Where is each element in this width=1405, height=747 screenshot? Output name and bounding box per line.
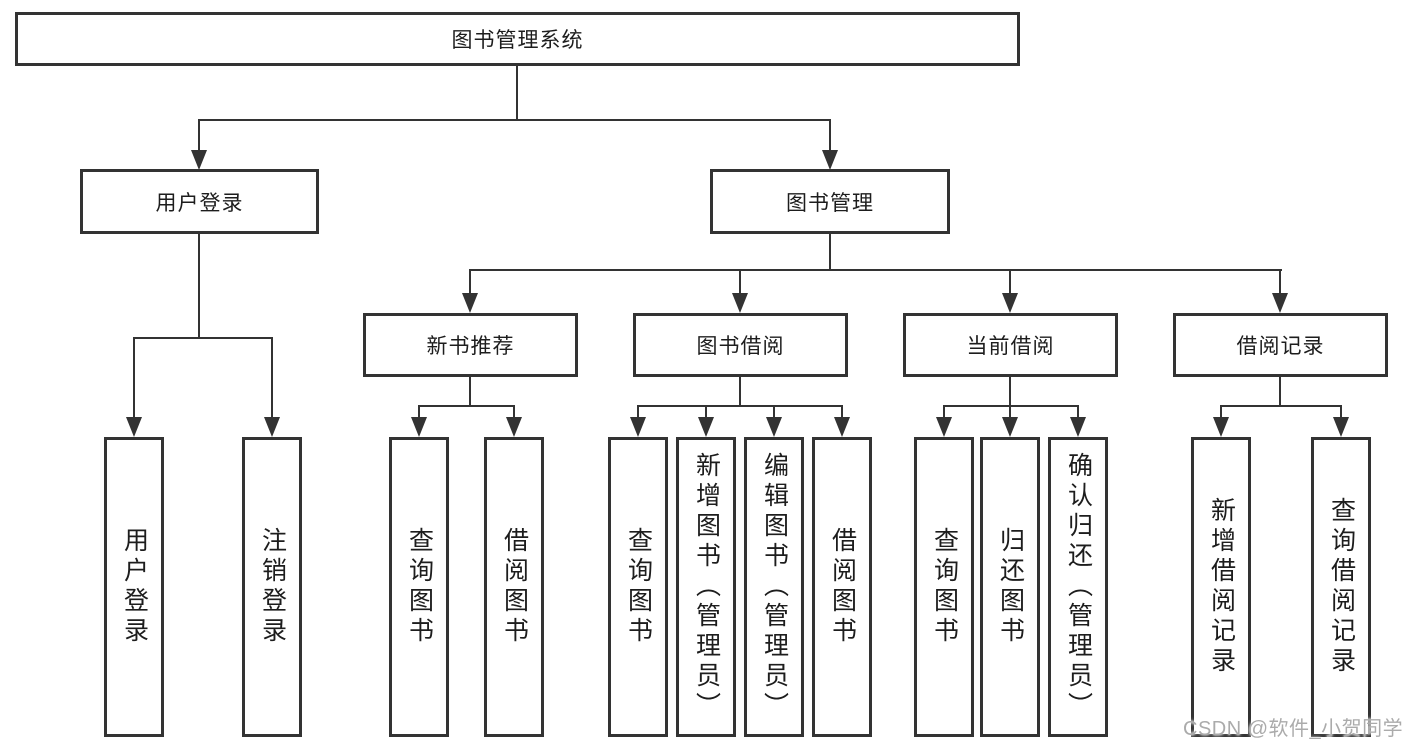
node-label: 新书推荐 <box>426 335 515 358</box>
arrow-down-icon <box>462 293 478 313</box>
leaf-borrow-books-borrowing: 借阅图书 <box>812 437 872 737</box>
node-label: 借阅记录 <box>1236 335 1325 358</box>
arrow-down-icon <box>698 417 714 437</box>
leaf-confirm-return-admin: 确认归还（管理员） <box>1048 437 1108 737</box>
node-label: 图书管理 <box>786 191 874 215</box>
connector-line <box>133 337 135 419</box>
node-label: 图书借阅 <box>696 335 785 358</box>
connector-line <box>637 405 843 407</box>
node-label: 注销登录 <box>258 527 287 647</box>
connector-line <box>469 269 1282 271</box>
arrow-down-icon <box>822 150 838 170</box>
node-library-management-system: 图书管理系统 <box>15 12 1020 66</box>
node-label: 归还图书 <box>996 527 1025 647</box>
leaf-return-books: 归还图书 <box>980 437 1040 737</box>
arrow-down-icon <box>936 417 952 437</box>
connector-line <box>198 119 200 152</box>
node-label: 查询图书 <box>624 527 653 647</box>
node-label: 查询图书 <box>930 527 959 647</box>
leaf-query-books-recommend: 查询图书 <box>389 437 449 737</box>
node-label: 查询借阅记录 <box>1327 497 1356 677</box>
arrow-down-icon <box>126 417 142 437</box>
connector-line <box>1340 405 1342 419</box>
connector-line <box>773 405 775 419</box>
watermark: CSDN @软件_小贺同学 <box>1183 718 1404 740</box>
leaf-user-login: 用户登录 <box>104 437 164 737</box>
arrow-down-icon <box>1070 417 1086 437</box>
connector-line <box>1009 377 1011 407</box>
leaf-add-books-admin: 新增图书（管理员） <box>676 437 736 737</box>
connector-line <box>516 66 518 121</box>
node-new-book-recommendation: 新书推荐 <box>363 313 578 377</box>
connector-line <box>739 269 741 295</box>
leaf-borrow-books-recommend: 借阅图书 <box>484 437 544 737</box>
arrow-down-icon <box>1002 293 1018 313</box>
arrow-down-icon <box>264 417 280 437</box>
node-current-borrowing: 当前借阅 <box>903 313 1118 377</box>
connector-line <box>1279 269 1281 295</box>
connector-line <box>418 405 420 419</box>
connector-line <box>637 405 639 419</box>
arrow-down-icon <box>1213 417 1229 437</box>
node-label: 确认归还（管理员） <box>1064 452 1093 722</box>
connector-line <box>198 119 831 121</box>
connector-line <box>1220 405 1342 407</box>
arrow-down-icon <box>834 417 850 437</box>
connector-line <box>1220 405 1222 419</box>
node-label: 借阅图书 <box>828 527 857 647</box>
node-borrowing-records: 借阅记录 <box>1173 313 1388 377</box>
node-book-management: 图书管理 <box>710 169 950 234</box>
node-label: 借阅图书 <box>500 527 529 647</box>
connector-line <box>943 405 945 419</box>
node-label: 图书管理系统 <box>451 29 584 52</box>
connector-line <box>513 405 515 419</box>
node-label: 当前借阅 <box>966 335 1055 358</box>
arrow-down-icon <box>630 417 646 437</box>
connector-line <box>705 405 707 419</box>
node-label: 查询图书 <box>405 527 434 647</box>
connector-line <box>469 377 471 407</box>
node-book-borrowing: 图书借阅 <box>633 313 848 377</box>
arrow-down-icon <box>411 417 427 437</box>
arrow-down-icon <box>732 293 748 313</box>
connector-line <box>469 269 471 295</box>
leaf-query-books-current: 查询图书 <box>914 437 974 737</box>
arrow-down-icon <box>1333 417 1349 437</box>
connector-line <box>1077 405 1079 419</box>
connector-line <box>1009 269 1011 295</box>
connector-line <box>418 405 515 407</box>
node-label: 编辑图书（管理员） <box>760 452 789 722</box>
connector-line <box>1279 377 1281 407</box>
connector-line <box>739 377 741 407</box>
node-label: 用户登录 <box>155 191 244 215</box>
connector-line <box>841 405 843 419</box>
arrow-down-icon <box>766 417 782 437</box>
leaf-edit-books-admin: 编辑图书（管理员） <box>744 437 804 737</box>
arrow-down-icon <box>1002 417 1018 437</box>
connector-line <box>829 234 831 270</box>
connector-line <box>829 119 831 152</box>
connector-line <box>133 337 273 339</box>
node-user-login: 用户登录 <box>80 169 319 234</box>
node-label: 新增借阅记录 <box>1207 497 1236 677</box>
arrow-down-icon <box>191 150 207 170</box>
connector-line <box>198 234 200 339</box>
leaf-query-books-borrowing: 查询图书 <box>608 437 668 737</box>
arrow-down-icon <box>506 417 522 437</box>
leaf-query-borrow-record: 查询借阅记录 <box>1311 437 1371 737</box>
connector-line <box>271 337 273 419</box>
node-label: 用户登录 <box>120 527 149 647</box>
arrow-down-icon <box>1272 293 1288 313</box>
connector-line <box>943 405 1079 407</box>
node-label: 新增图书（管理员） <box>692 452 721 722</box>
leaf-logout-login: 注销登录 <box>242 437 302 737</box>
connector-line <box>1009 405 1011 419</box>
leaf-add-borrow-record: 新增借阅记录 <box>1191 437 1251 737</box>
